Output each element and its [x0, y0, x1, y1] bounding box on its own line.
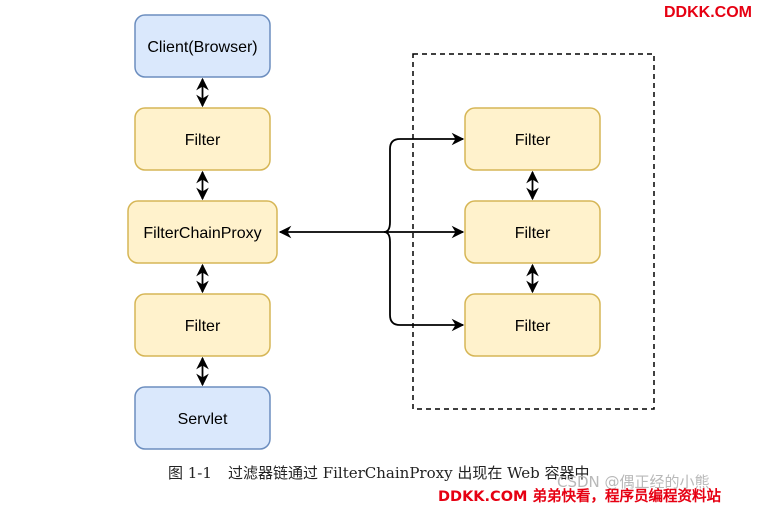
chain-filter-node-1: Filter	[464, 107, 601, 171]
chain-filter-1-label: Filter	[515, 132, 551, 149]
filter-node-top: Filter	[134, 107, 271, 171]
filter-chain-proxy-node: FilterChainProxy	[127, 200, 278, 264]
ddkk-watermark-top: DDKK.COM	[664, 4, 752, 21]
arrow-branch-to-filter-1	[383, 132, 465, 233]
client-node: Client(Browser)	[134, 14, 271, 78]
arrow-branch-to-filter-3	[383, 231, 465, 332]
ddkk-watermark-bottom: DDKK.COM 弟弟快看，程序员编程资料站	[438, 489, 721, 505]
servlet-label: Servlet	[178, 411, 228, 428]
figure-number: 图 1-1	[168, 464, 212, 482]
chain-filter-node-3: Filter	[464, 293, 601, 357]
chain-filter-node-2: Filter	[464, 200, 601, 264]
chain-filter-3-label: Filter	[515, 318, 551, 335]
client-label: Client(Browser)	[147, 39, 257, 56]
filter-chain-container	[412, 53, 655, 410]
filter-chain-proxy-label: FilterChainProxy	[143, 225, 261, 242]
figure-caption-text: 过滤器链通过 FilterChainProxy 出现在 Web 容器中	[227, 464, 590, 482]
filter-node-bottom: Filter	[134, 293, 271, 357]
servlet-node: Servlet	[134, 386, 271, 450]
figure-caption: 图 1-1 过滤器链通过 FilterChainProxy 出现在 Web 容器中	[168, 462, 590, 483]
filter-bottom-label: Filter	[185, 318, 221, 335]
csdn-watermark: CSDN @偶正经的小熊	[557, 473, 710, 491]
chain-filter-2-label: Filter	[515, 225, 551, 242]
filter-top-label: Filter	[185, 132, 221, 149]
